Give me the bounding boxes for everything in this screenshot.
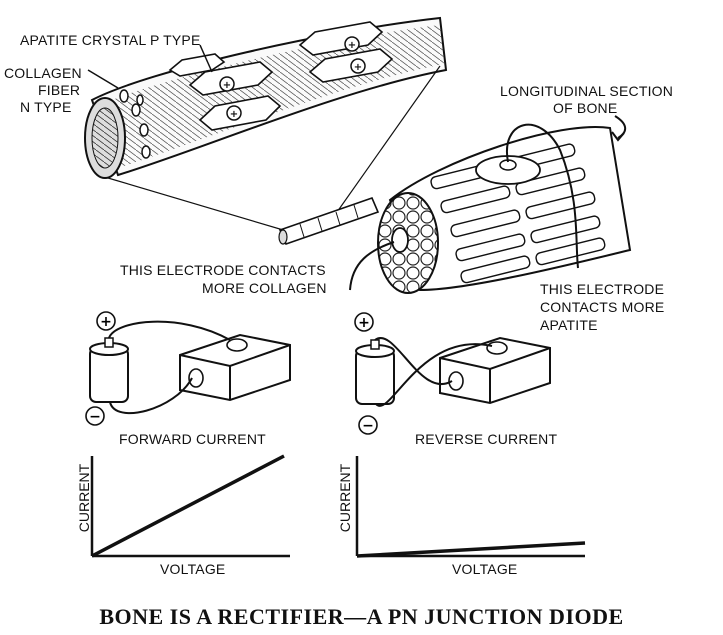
forward-graph [90,454,290,558]
reverse-graph [355,456,586,558]
apatite-electrode-wire [505,123,579,269]
forward-minus-sign: − [89,409,101,425]
forward-circuit [85,311,291,426]
collagen-label-line1: COLLAGEN [4,65,82,81]
reverse-graph-title: REVERSE CURRENT [415,431,558,447]
reverse-plus-sign: + [358,315,370,331]
apatite-electrode-label-line2: CONTACTS MORE [540,299,665,315]
reverse-x-label: VOLTAGE [452,561,518,577]
apatite-electrode-label-line3: APATITE [540,317,598,333]
longitudinal-label-line2: OF BONE [553,100,618,116]
extracted-fiber [278,196,380,246]
collagen-electrode-wire [349,241,395,291]
collagen-electrode-label-line2: MORE COLLAGEN [202,280,327,296]
figure-caption: BONE IS A RECTIFIER—A PN JUNCTION DIODE [99,604,624,629]
forward-y-label: CURRENT [76,463,92,533]
svg-text:+: + [354,62,362,73]
magnified-fiber: + + + + [84,16,448,179]
forward-plus-sign: + [100,314,112,330]
reverse-circuit [354,312,551,435]
bone-bundle [377,126,632,294]
reverse-current-line [356,541,586,558]
svg-text:+: + [230,109,238,120]
apatite-crystal-label: APATITE CRYSTAL P TYPE [20,32,201,48]
reverse-minus-sign: − [362,418,374,434]
svg-text:+: + [348,40,356,51]
forward-graph-title: FORWARD CURRENT [119,431,266,447]
svg-text:+: + [223,80,231,91]
zoom-lines [107,65,441,233]
collagen-label-line2: FIBER [38,82,81,98]
longitudinal-label-line1: LONGITUDINAL SECTION [500,83,674,99]
forward-x-label: VOLTAGE [160,561,226,577]
collagen-electrode-label-line1: THIS ELECTRODE CONTACTS [120,262,326,278]
apatite-electrode-label-line1: THIS ELECTRODE [540,281,665,297]
forward-current-line [91,454,285,558]
collagen-label-line3: N TYPE [20,99,72,115]
reverse-y-label: CURRENT [337,463,353,533]
